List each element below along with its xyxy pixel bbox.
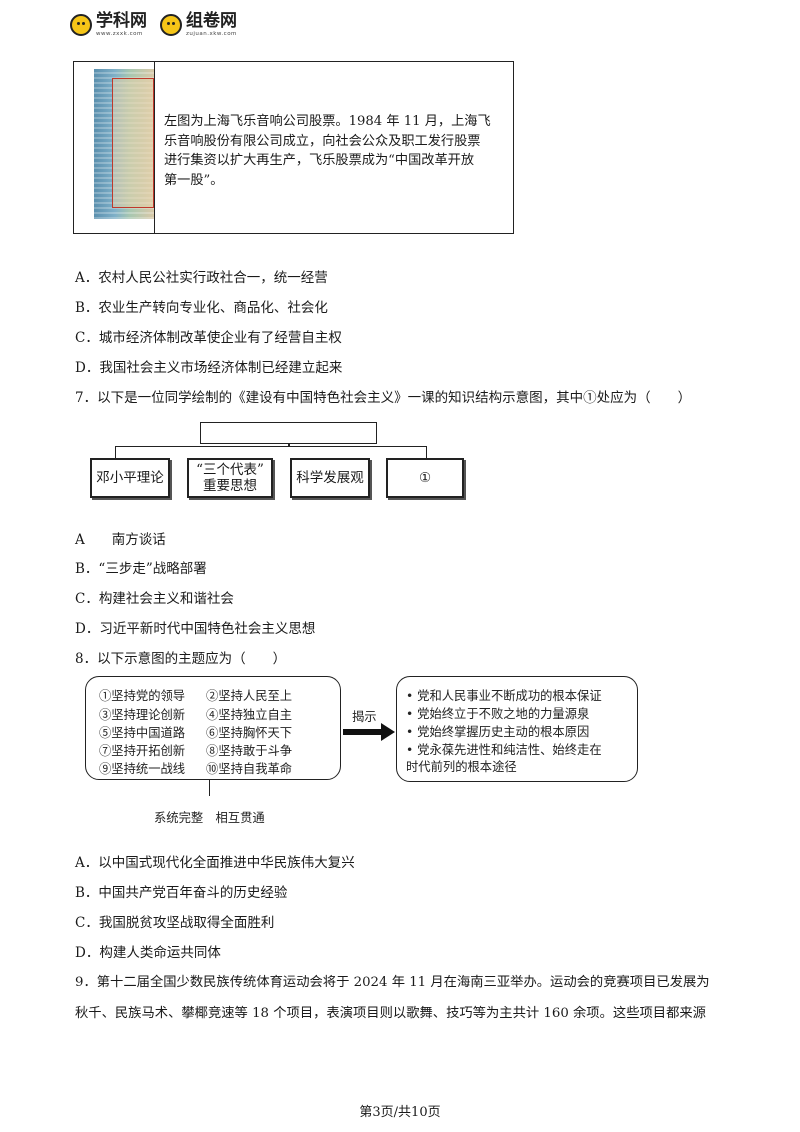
- q9-line: 秋千、民族马术、攀椰竞速等 18 个项目，表演项目则以歌舞、技巧等为主共计 16…: [75, 1006, 706, 1021]
- q6-option-b[interactable]: B．农业生产转向专业化、商品化、社会化: [75, 300, 328, 316]
- q8-arrow-label: 揭示: [352, 710, 377, 724]
- q7-box-deng: 邓小平理论: [90, 458, 170, 498]
- q7-box-three-represents: “三个代表” 重要思想: [187, 458, 273, 498]
- logo-url: www.zxxk.com: [96, 30, 143, 37]
- q8-item: ⑤坚持中国道路: [99, 726, 186, 740]
- q8-item: ⑨坚持统一战线: [99, 762, 186, 776]
- q8-item: ⑧坚持敢于斗争: [206, 744, 293, 758]
- q8-caption-tick: [209, 780, 210, 796]
- table-divider: [154, 61, 155, 234]
- q8-option-a[interactable]: A．以中国式现代化全面推进中华民族伟大复兴: [75, 855, 355, 871]
- q8-option-d[interactable]: D．构建人类命运共同体: [75, 945, 221, 961]
- right-arrow-icon: [343, 729, 383, 735]
- q7-box-blank: ①: [386, 458, 464, 498]
- q7-title-box: [200, 422, 377, 444]
- q6-option-c[interactable]: C．城市经济体制改革使企业有了经营自主权: [75, 330, 342, 346]
- q7-box-scientific: 科学发展观: [290, 458, 370, 498]
- q9-line: 9．第十二届全国少数民族传统体育运动会将于 2024 年 11 月在海南三亚举办…: [75, 975, 710, 990]
- smiley-face-icon: [70, 14, 92, 36]
- q8-option-c[interactable]: C．我国脱贫攻坚战取得全面胜利: [75, 915, 275, 931]
- zujuan-logo[interactable]: 组卷网 zujuan.xkw.com: [160, 10, 237, 40]
- q8-item: ⑦坚持开拓创新: [99, 744, 186, 758]
- q7-box-label: 邓小平理论: [96, 470, 164, 486]
- q7-option-a[interactable]: A 南方谈话: [75, 532, 166, 548]
- q8-item: ④坚持独立自主: [206, 708, 293, 722]
- stock-line: 进行集资以扩大再生产，飞乐股票成为“中国改革开放: [164, 153, 475, 168]
- q8-item: ①坚持党的领导: [99, 689, 186, 703]
- q7-bracket: [115, 446, 427, 458]
- stock-description: 左图为上海飞乐音响公司股票。1984 年 11 月，上海飞 乐音响股份有限公司成…: [164, 112, 509, 190]
- q7-box-label: 重要思想: [203, 478, 257, 494]
- q7-option-c[interactable]: C．构建社会主义和谐社会: [75, 591, 234, 607]
- q7-box-label: “三个代表”: [196, 462, 264, 478]
- stock-line: 乐音响股份有限公司成立，向社会公众及职工发行股票: [164, 133, 481, 149]
- q8-bullet: • 党和人民事业不断成功的根本保证: [406, 689, 602, 703]
- q7-option-b[interactable]: B．“三步走”战略部署: [75, 561, 207, 577]
- arrow-head-icon: [381, 723, 395, 741]
- smiley-face-icon: [160, 14, 182, 36]
- q8-bullet: • 党永葆先进性和纯洁性、始终走在: [406, 743, 602, 757]
- q8-item: ③坚持理论创新: [99, 708, 186, 722]
- stock-line: 左图为上海飞乐音响公司股票。1984 年 11 月，上海飞: [164, 114, 491, 129]
- q6-option-a[interactable]: A．农村人民公社实行政社合一，统一经营: [75, 270, 328, 286]
- q8-item: ⑩坚持自我革命: [206, 762, 293, 776]
- logo-name: 组卷网: [186, 10, 237, 31]
- q7-box-label: ①: [418, 470, 432, 486]
- q8-experience-box: [85, 676, 341, 780]
- logo-name: 学科网: [96, 10, 147, 31]
- stock-certificate-detail: [112, 78, 154, 208]
- q8-stem: 8．以下示意图的主题应为（ ）: [75, 651, 287, 667]
- q7-connector: [288, 444, 290, 447]
- stock-line: 第一股”。: [164, 172, 224, 188]
- q8-caption: 系统完整 相互贯通: [154, 811, 265, 825]
- q8-bullet: 时代前列的根本途径: [406, 760, 517, 774]
- q8-item: ②坚持人民至上: [206, 689, 293, 703]
- stock-table: [73, 61, 514, 234]
- q7-box-label: 科学发展观: [296, 470, 364, 486]
- logo-url: zujuan.xkw.com: [186, 30, 237, 37]
- q6-option-d[interactable]: D．我国社会主义市场经济体制已经建立起来: [75, 360, 343, 376]
- q8-meaning-box: [396, 676, 638, 782]
- q7-stem: 7．以下是一位同学绘制的《建设有中国特色社会主义》一课的知识结构示意图，其中①处…: [75, 390, 692, 406]
- q8-item: ⑥坚持胸怀天下: [206, 726, 293, 740]
- q7-option-d[interactable]: D．习近平新时代中国特色社会主义思想: [75, 621, 316, 637]
- zxxk-logo[interactable]: 学科网 www.zxxk.com: [70, 10, 147, 40]
- q8-bullet: • 党始终掌握历史主动的根本原因: [406, 725, 590, 739]
- page-number: 第3页/共10页: [359, 1105, 441, 1120]
- q8-bullet: • 党始终立于不败之地的力量源泉: [406, 707, 590, 721]
- q8-option-b[interactable]: B．中国共产党百年奋斗的历史经验: [75, 885, 288, 901]
